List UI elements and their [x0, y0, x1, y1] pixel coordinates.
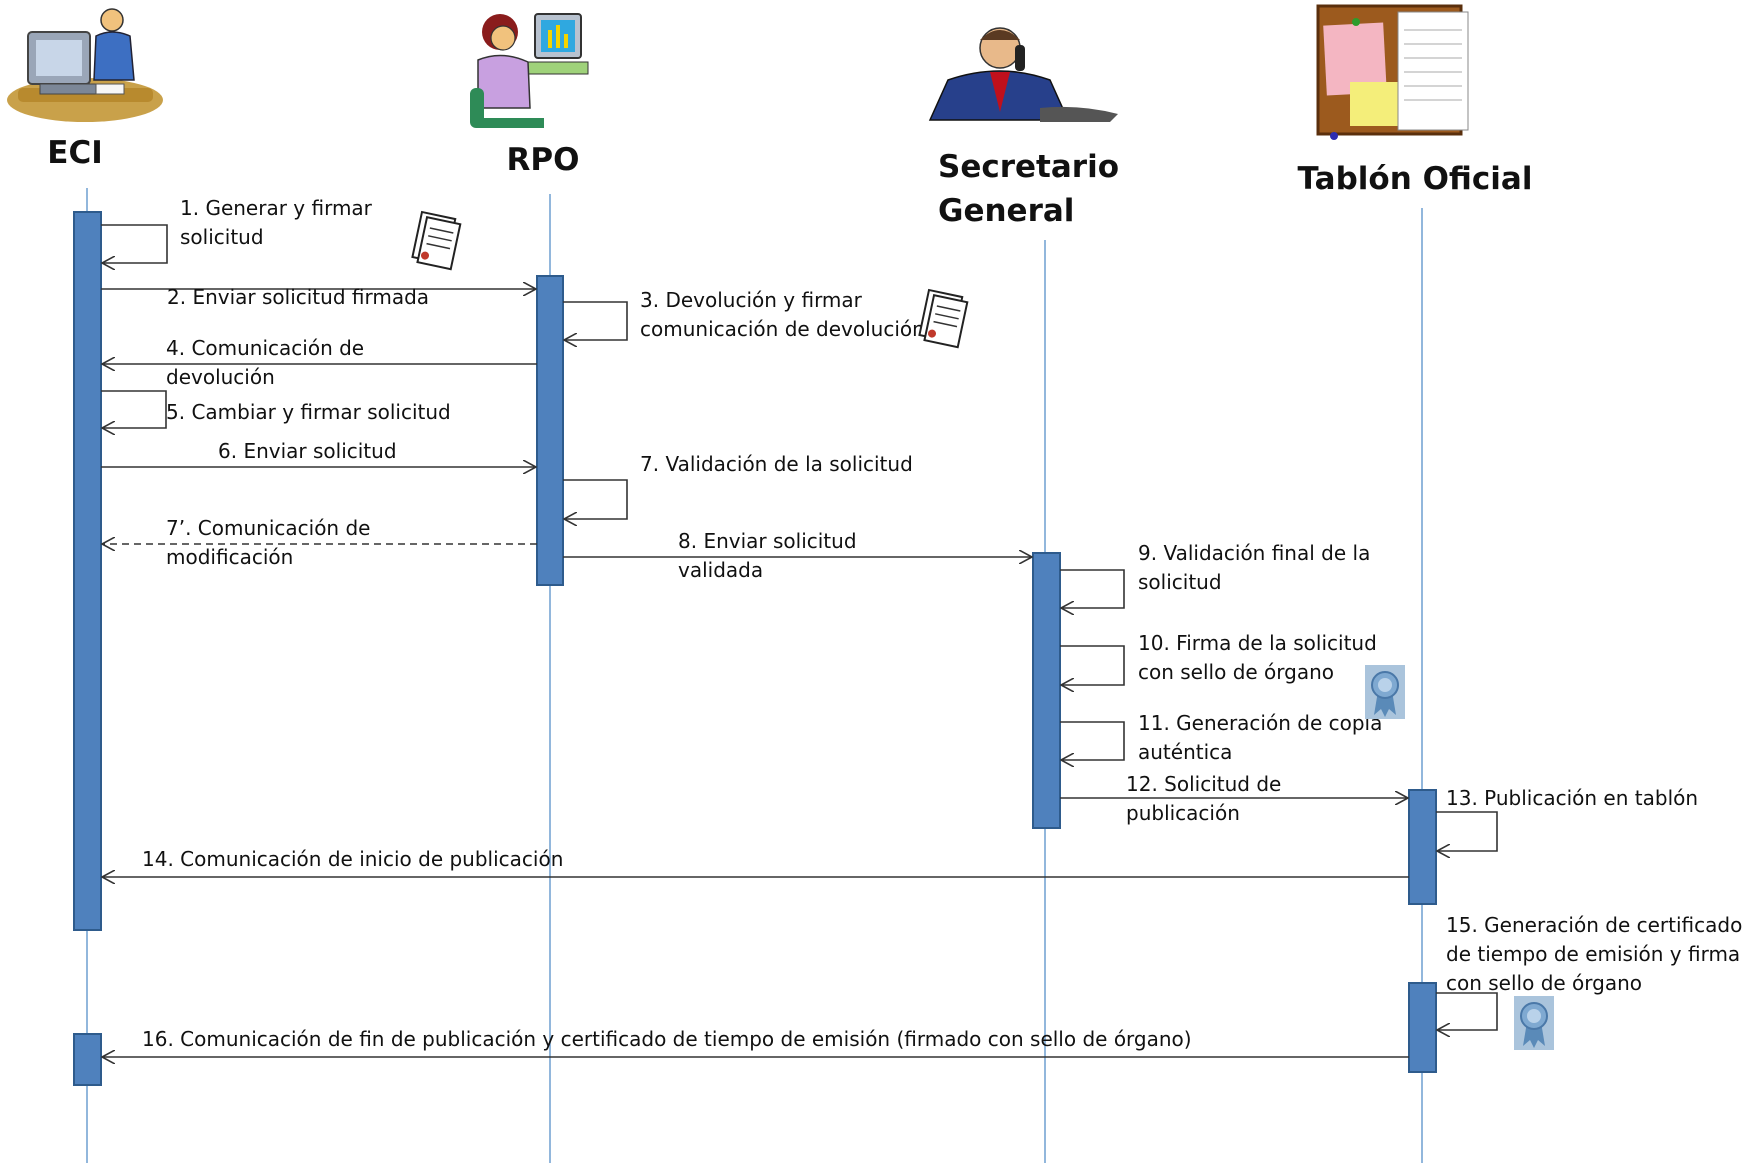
- message-label-m2: 2. Enviar solicitud firmada: [167, 285, 429, 309]
- man-on-phone-icon: [928, 27, 1118, 122]
- message-label-m14: 14. Comunicación de inicio de publicació…: [142, 847, 563, 871]
- message-label-m13: 13. Publicación en tablón: [1446, 786, 1698, 810]
- woman-at-computer-icon: [470, 13, 589, 128]
- actor-title-eci: ECI: [47, 135, 102, 171]
- arrow-m11: [1060, 721, 1125, 760]
- activation-tablon-certificate: [1408, 982, 1437, 1073]
- message-label-m5: 5. Cambiar y firmar solicitud: [166, 400, 451, 424]
- actor-title-rpo: RPO: [507, 142, 580, 178]
- arrow-m1: [101, 224, 168, 263]
- activation-tablon-publication: [1408, 789, 1437, 905]
- arrow-m10: [1060, 645, 1125, 685]
- arrow-m15: [1436, 992, 1498, 1030]
- seal-ribbon-icon: [1514, 996, 1554, 1050]
- arrow-m13: [1436, 811, 1498, 851]
- activation-secretario-general: [1032, 552, 1061, 829]
- message-label-m6: 6. Enviar solicitud: [218, 439, 397, 463]
- seal-ribbon-icon: [1365, 665, 1405, 719]
- notice-board-icon: [1316, 4, 1469, 140]
- message-label-m16: 16. Comunicación de fin de publicación y…: [142, 1027, 1192, 1051]
- actor-title-tablon-oficial: Tablón Oficial: [1298, 161, 1533, 197]
- arrow-m7: [563, 479, 628, 519]
- signed-document-icon: [411, 210, 462, 271]
- activation-eci-main: [73, 211, 102, 931]
- message-label-m7: 7. Validación de la solicitud: [640, 452, 913, 476]
- arrow-m3: [563, 301, 628, 340]
- arrow-m9: [1060, 569, 1125, 608]
- activation-eci-end: [73, 1033, 102, 1086]
- activation-rpo: [536, 275, 564, 586]
- signed-document-icon: [918, 288, 969, 349]
- person-at-computer-icon: [7, 8, 163, 122]
- arrow-m5: [101, 390, 167, 428]
